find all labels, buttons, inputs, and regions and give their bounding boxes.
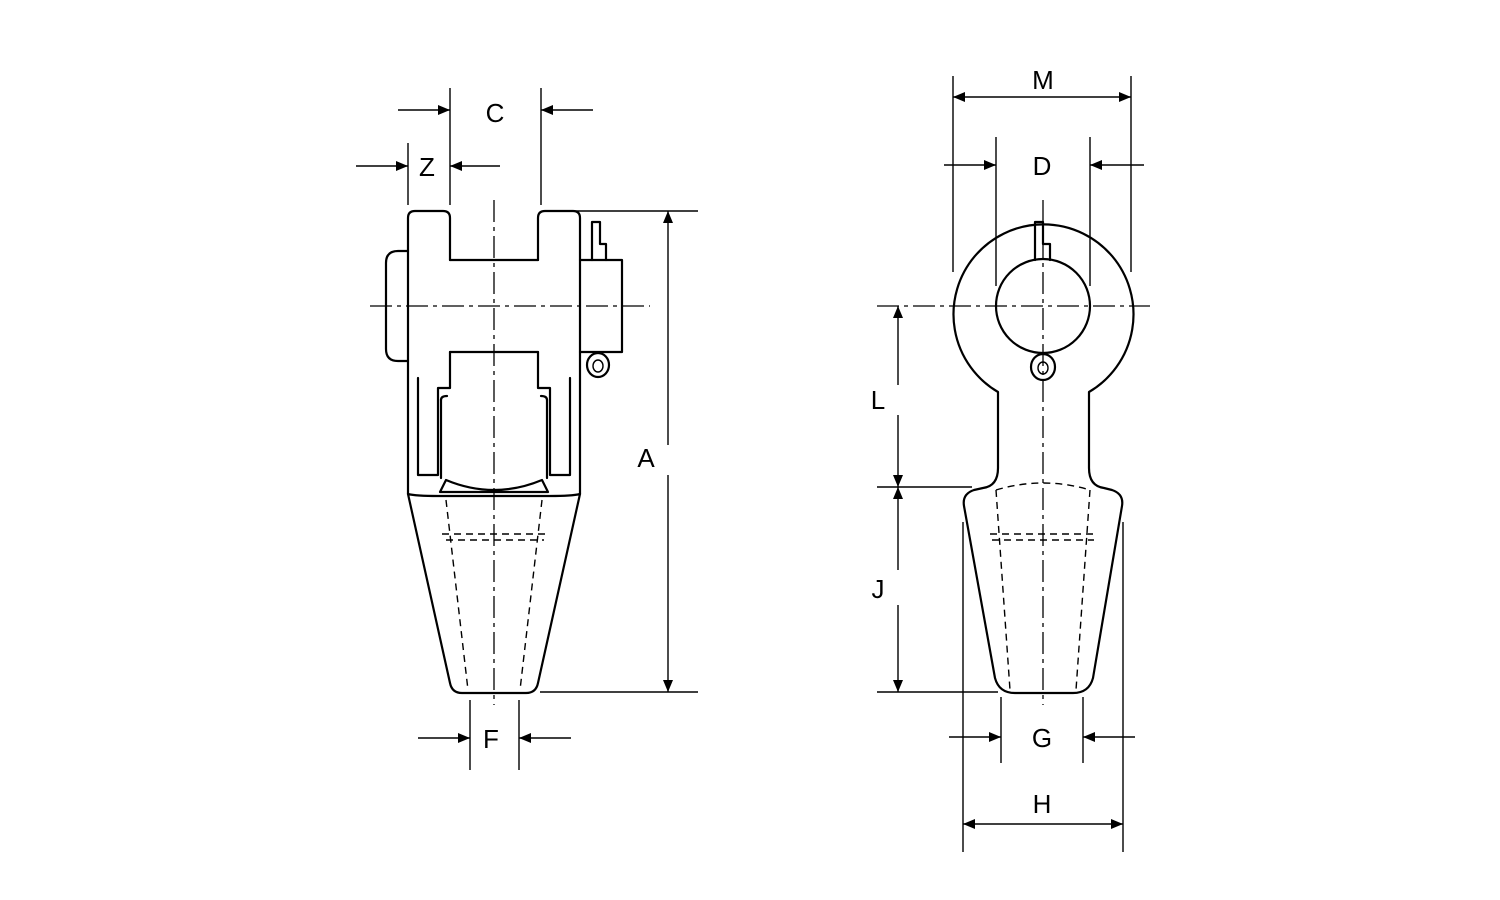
dimension-label-l: L	[871, 385, 885, 415]
socket-body	[406, 492, 582, 695]
dimension-label-h: H	[1033, 789, 1052, 819]
dimension-label-g: G	[1032, 723, 1052, 753]
side-view-dimensions: C Z A F	[356, 88, 698, 770]
left-cheek-plate	[406, 209, 452, 496]
front-body-outline	[952, 223, 1135, 695]
front-cotter-pin-top	[1033, 220, 1052, 262]
clevis-inner-left	[416, 350, 452, 477]
right-cheek-plate	[536, 209, 582, 496]
front-view-dimensions: M D L J G H	[871, 65, 1144, 852]
clevis-inner-right	[536, 350, 572, 477]
hidden-bore	[445, 499, 543, 691]
front-view	[877, 200, 1150, 705]
dimension-label-m: M	[1032, 65, 1054, 95]
dimension-label-j: J	[872, 574, 885, 604]
front-hidden-wedge	[995, 482, 1091, 691]
cotter-pin-top	[590, 220, 608, 262]
dimension-label-f: F	[483, 724, 499, 754]
dimension-label-z: Z	[419, 152, 435, 182]
dimension-label-c: C	[486, 98, 505, 128]
cotter-pin-eye	[585, 351, 611, 379]
dimension-label-a: A	[637, 443, 655, 473]
wedge-top	[438, 478, 550, 494]
side-view	[370, 200, 650, 705]
dimension-label-d: D	[1033, 151, 1052, 181]
